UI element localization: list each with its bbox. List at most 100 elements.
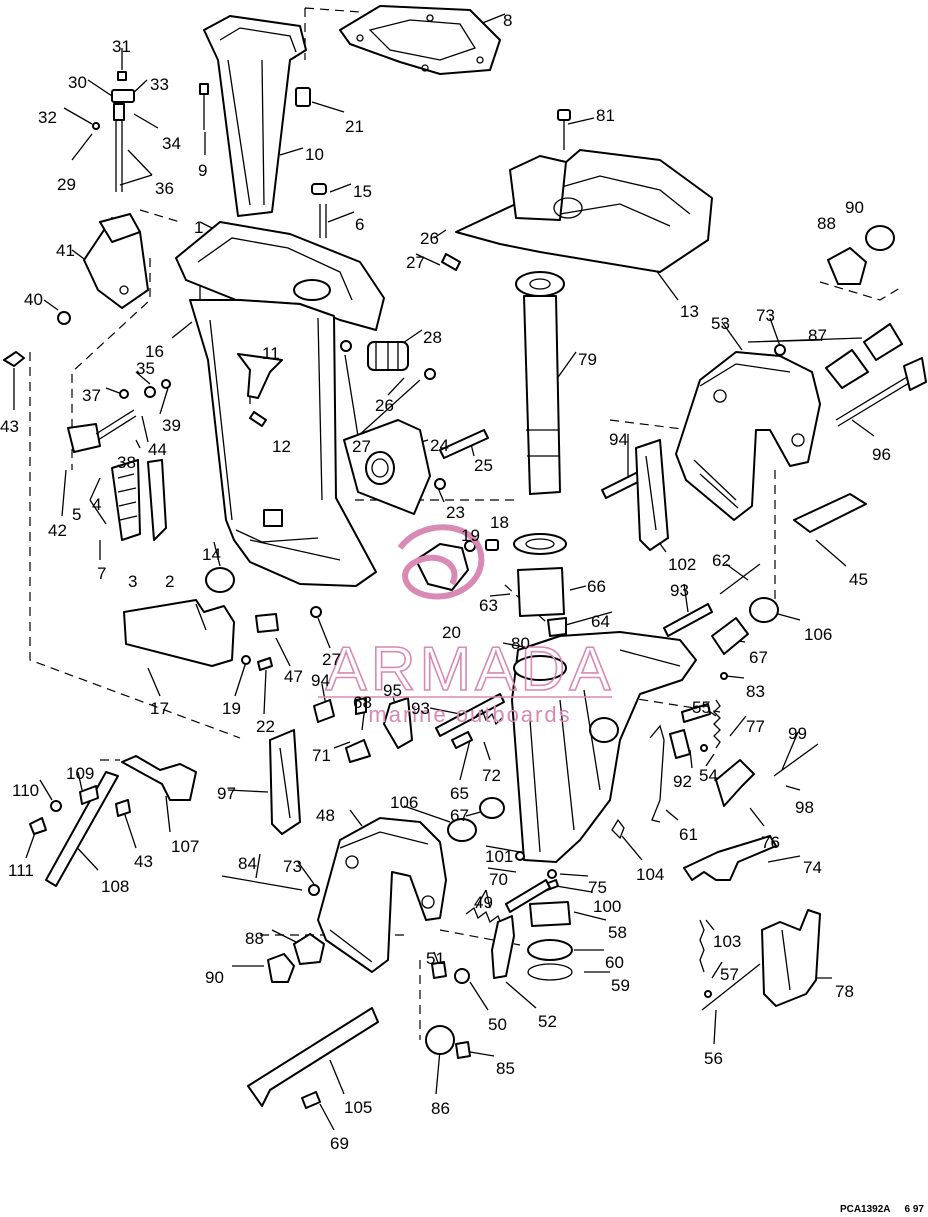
part-bushing-67-lower bbox=[479, 797, 505, 819]
callout-34: 34 bbox=[162, 134, 181, 153]
part-shift-lever-38 bbox=[67, 379, 171, 453]
callout-42: 42 bbox=[48, 521, 67, 540]
callout-33: 33 bbox=[150, 75, 169, 94]
part-stud-6-nut-15 bbox=[311, 183, 327, 238]
callout-35: 35 bbox=[136, 359, 155, 378]
drawing-footer: PCA1392A 6 97 bbox=[826, 1204, 924, 1215]
callout-76: 76 bbox=[761, 833, 780, 852]
callout-58: 58 bbox=[608, 923, 627, 942]
part-arm-108 bbox=[45, 771, 119, 887]
callout-27: 27 bbox=[352, 437, 371, 456]
callout-14: 14 bbox=[202, 545, 221, 564]
callout-96: 96 bbox=[872, 445, 891, 464]
callout-2: 2 bbox=[165, 572, 174, 591]
part-lock-lever-97 bbox=[269, 729, 301, 835]
part-bolt-94-lower bbox=[313, 699, 335, 723]
part-bracket-41 bbox=[83, 213, 149, 309]
callout-67: 67 bbox=[749, 648, 768, 667]
part-bracket-78 bbox=[761, 909, 821, 1007]
callout-29: 29 bbox=[57, 175, 76, 194]
callout-80: 80 bbox=[511, 634, 530, 653]
callout-94: 94 bbox=[609, 430, 628, 449]
part-spring-92 bbox=[669, 729, 691, 759]
callout-81: 81 bbox=[596, 106, 615, 125]
callout-93: 93 bbox=[670, 581, 689, 600]
callout-110: 110 bbox=[12, 781, 39, 800]
callout-8: 8 bbox=[503, 11, 512, 30]
callout-12: 12 bbox=[272, 437, 291, 456]
part-pin-83 bbox=[720, 672, 728, 680]
callout-60: 60 bbox=[605, 953, 624, 972]
callout-65: 65 bbox=[450, 784, 469, 803]
part-screw-109 bbox=[79, 785, 99, 805]
callout-101: 101 bbox=[485, 847, 513, 866]
drawing-date: 6 97 bbox=[904, 1204, 924, 1215]
callout-108: 108 bbox=[101, 877, 129, 896]
callout-107: 107 bbox=[171, 837, 199, 856]
part-midsection-housing bbox=[189, 299, 377, 587]
callout-25: 25 bbox=[474, 456, 493, 475]
callout-88: 88 bbox=[245, 929, 264, 948]
part-washer-110 bbox=[50, 800, 62, 812]
part-tilt-lock-102 bbox=[635, 439, 669, 551]
part-bolt-62 bbox=[719, 563, 761, 595]
callout-83: 83 bbox=[746, 682, 765, 701]
callout-99: 99 bbox=[788, 724, 807, 743]
part-screw-65 bbox=[451, 731, 473, 749]
callout-labels: 1234567891011121314151617181919202122232… bbox=[0, 11, 891, 1153]
parts bbox=[3, 5, 927, 1109]
part-exhaust-housing-10 bbox=[203, 15, 311, 217]
callout-3: 3 bbox=[128, 572, 137, 591]
callout-30: 30 bbox=[68, 73, 87, 92]
part-screw-43-lower bbox=[115, 799, 131, 817]
part-washer-27-lower bbox=[310, 606, 322, 618]
callout-26: 26 bbox=[375, 396, 394, 415]
part-swivel-bracket-13 bbox=[455, 149, 713, 273]
callout-85: 85 bbox=[496, 1059, 515, 1078]
part-screw-12 bbox=[249, 411, 267, 427]
callout-28: 28 bbox=[423, 328, 442, 347]
part-gasket-8 bbox=[339, 5, 501, 75]
drawing-code: PCA1392A bbox=[839, 1204, 891, 1215]
part-washer-86 bbox=[425, 1025, 455, 1055]
callout-104: 104 bbox=[636, 865, 664, 884]
callout-55: 55 bbox=[692, 698, 711, 717]
callout-27: 27 bbox=[406, 253, 425, 272]
part-screw-43-upper bbox=[3, 351, 25, 367]
callout-102: 102 bbox=[668, 555, 696, 574]
callout-64: 64 bbox=[591, 612, 610, 631]
callout-90: 90 bbox=[845, 198, 864, 217]
part-bolt-84 bbox=[221, 875, 303, 891]
part-bolt-81 bbox=[557, 109, 571, 150]
callout-87: 87 bbox=[808, 326, 827, 345]
callout-43: 43 bbox=[0, 417, 19, 436]
callout-31: 31 bbox=[112, 37, 131, 56]
callout-4: 4 bbox=[92, 495, 101, 514]
callout-50: 50 bbox=[488, 1015, 507, 1034]
callout-63: 63 bbox=[479, 596, 498, 615]
part-bolt-25 bbox=[439, 429, 489, 459]
part-grommet-14 bbox=[205, 567, 235, 593]
callout-49: 49 bbox=[474, 893, 493, 912]
watermark-logo bbox=[397, 524, 485, 600]
callout-19: 19 bbox=[222, 699, 241, 718]
callout-59: 59 bbox=[611, 976, 630, 995]
part-actuator-28 bbox=[340, 340, 436, 380]
callout-23: 23 bbox=[446, 503, 465, 522]
part-bushing-60 bbox=[527, 939, 573, 961]
part-pin-57 bbox=[704, 990, 712, 998]
part-bushing-58 bbox=[529, 901, 571, 927]
part-lever-74 bbox=[683, 835, 777, 881]
callout-19: 19 bbox=[461, 526, 480, 545]
part-lever-52 bbox=[491, 915, 515, 979]
part-pin-26-27 bbox=[441, 253, 461, 271]
callout-36: 36 bbox=[155, 179, 174, 198]
part-screw-51 bbox=[431, 961, 447, 979]
callout-78: 78 bbox=[835, 982, 854, 1001]
watermark-tagline: marine outboards bbox=[368, 702, 571, 727]
callout-26: 26 bbox=[420, 229, 439, 248]
part-clip-104 bbox=[611, 818, 625, 840]
callout-62: 62 bbox=[712, 551, 731, 570]
part-stern-bracket-48 bbox=[317, 817, 447, 973]
part-pin-70 bbox=[505, 879, 551, 913]
